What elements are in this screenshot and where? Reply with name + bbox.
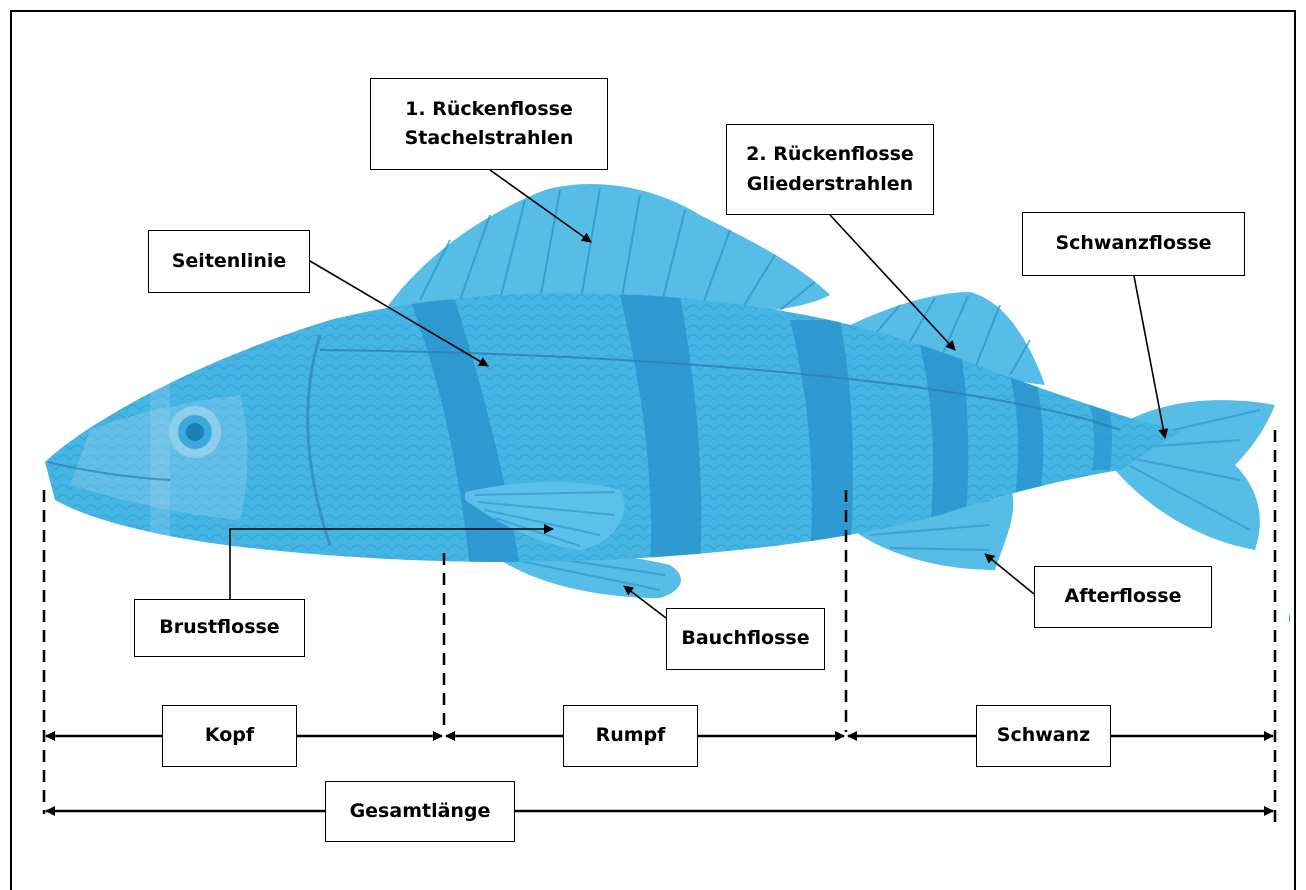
label-tail: Schwanz bbox=[976, 705, 1111, 767]
label-dorsal-fin-2: 2. Rückenflosse Gliederstrahlen bbox=[726, 124, 934, 215]
label-pectoral-fin: Brustflosse bbox=[134, 599, 305, 657]
label-lateral-line: Seitenlinie bbox=[148, 230, 310, 293]
label-trunk: Rumpf bbox=[563, 705, 698, 767]
label-dorsal-fin-1: 1. Rückenflosse Stachelstrahlen bbox=[370, 78, 608, 170]
label-pelvic-fin: Bauchflosse bbox=[666, 608, 825, 670]
corner-mark: i bbox=[1288, 612, 1291, 625]
leader-anal bbox=[985, 554, 1034, 594]
label-head: Kopf bbox=[162, 705, 297, 767]
label-caudal-fin: Schwanzflosse bbox=[1022, 212, 1245, 276]
label-total-length: Gesamtlänge bbox=[325, 781, 515, 842]
label-anal-fin: Afterflosse bbox=[1034, 566, 1212, 628]
